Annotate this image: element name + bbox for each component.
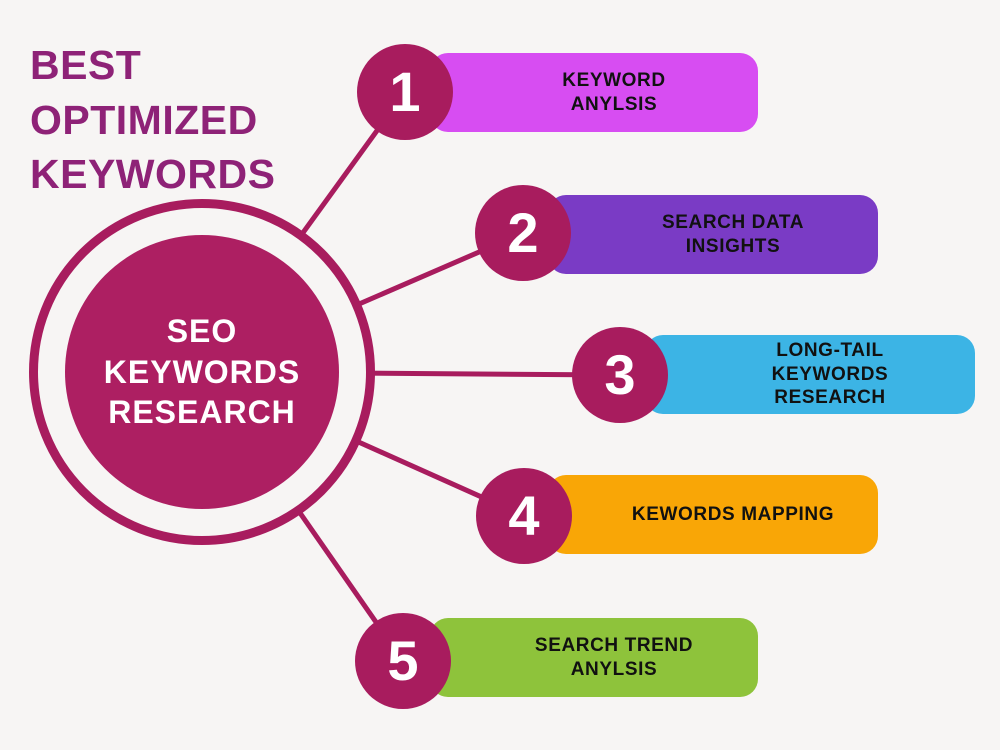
item-bar-1: KEYWORD ANYLSIS: [430, 53, 758, 132]
item-circle-3: 3: [572, 327, 668, 423]
item-label-3: LONG-TAIL KEYWORDS RESEARCH: [771, 339, 889, 409]
item-number-5: 5: [387, 629, 419, 692]
item-bar-3: LONG-TAIL KEYWORDS RESEARCH: [645, 335, 975, 414]
item-bar-4: KEWORDS MAPPING: [548, 475, 878, 554]
item-label-5: SEARCH TREND ANYLSIS: [534, 634, 694, 680]
item-bar-5: SEARCH TREND ANYLSIS: [430, 618, 758, 697]
item-number-2: 2: [507, 201, 539, 264]
item-number-3: 3: [604, 343, 636, 406]
center-label: SEO KEYWORDS RESEARCH: [103, 312, 301, 431]
item-circle-2: 2: [475, 185, 571, 281]
item-number-4: 4: [508, 484, 540, 547]
item-label-4: KEWORDS MAPPING: [631, 503, 835, 525]
item-label-2: SEARCH DATA INSIGHTS: [661, 211, 805, 257]
item-circle-5: 5: [355, 613, 451, 709]
center-circle: SEO KEYWORDS RESEARCH: [65, 235, 339, 509]
page-title: BEST OPTIMIZED KEYWORDS: [30, 42, 276, 198]
item-bar-2: SEARCH DATA INSIGHTS: [548, 195, 878, 274]
item-label-1: KEYWORD ANYLSIS: [562, 69, 666, 115]
item-circle-1: 1: [357, 44, 453, 140]
item-circle-4: 4: [476, 468, 572, 564]
item-number-1: 1: [389, 60, 421, 123]
